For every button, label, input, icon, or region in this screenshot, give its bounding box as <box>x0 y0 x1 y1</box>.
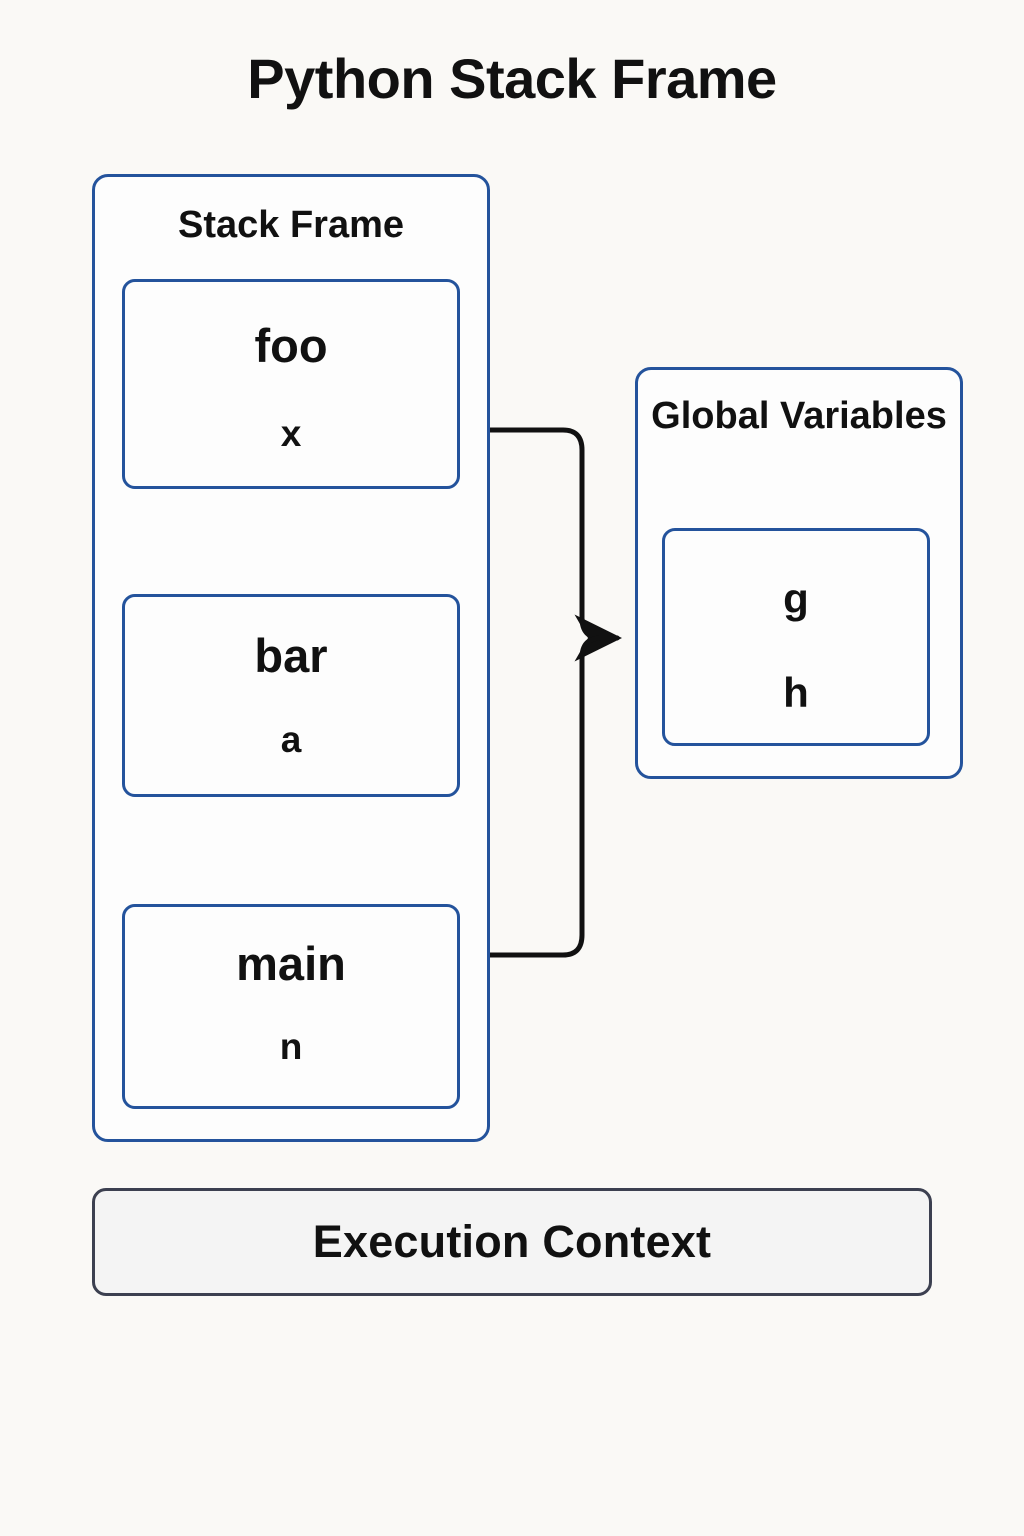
global-variable-g: g <box>783 575 809 622</box>
frame-function-name-main: main <box>236 937 346 990</box>
stack-frame-label: Stack Frame <box>177 204 404 246</box>
frame-function-name-bar: bar <box>254 629 328 682</box>
frame-function-name-foo: foo <box>254 319 328 372</box>
frame-variable-name-n: n <box>279 1026 303 1067</box>
execution-context-label: Execution Context <box>312 1216 712 1267</box>
global-variables-title: Global Variables <box>651 395 947 437</box>
stack-frame-foo[interactable]: foo x <box>122 279 460 489</box>
execution-context-bar[interactable]: Execution Context <box>92 1188 932 1296</box>
page-title: Python Stack Frame <box>247 47 777 110</box>
stack-frame-main[interactable]: main n <box>122 904 460 1109</box>
stack-frame-bar[interactable]: bar a <box>122 594 460 797</box>
global-variable-h: h <box>783 669 809 716</box>
global-variables-list[interactable]: g h <box>662 528 930 746</box>
frame-variable-name-a: a <box>280 719 302 760</box>
frame-variable-name-x: x <box>280 413 302 454</box>
